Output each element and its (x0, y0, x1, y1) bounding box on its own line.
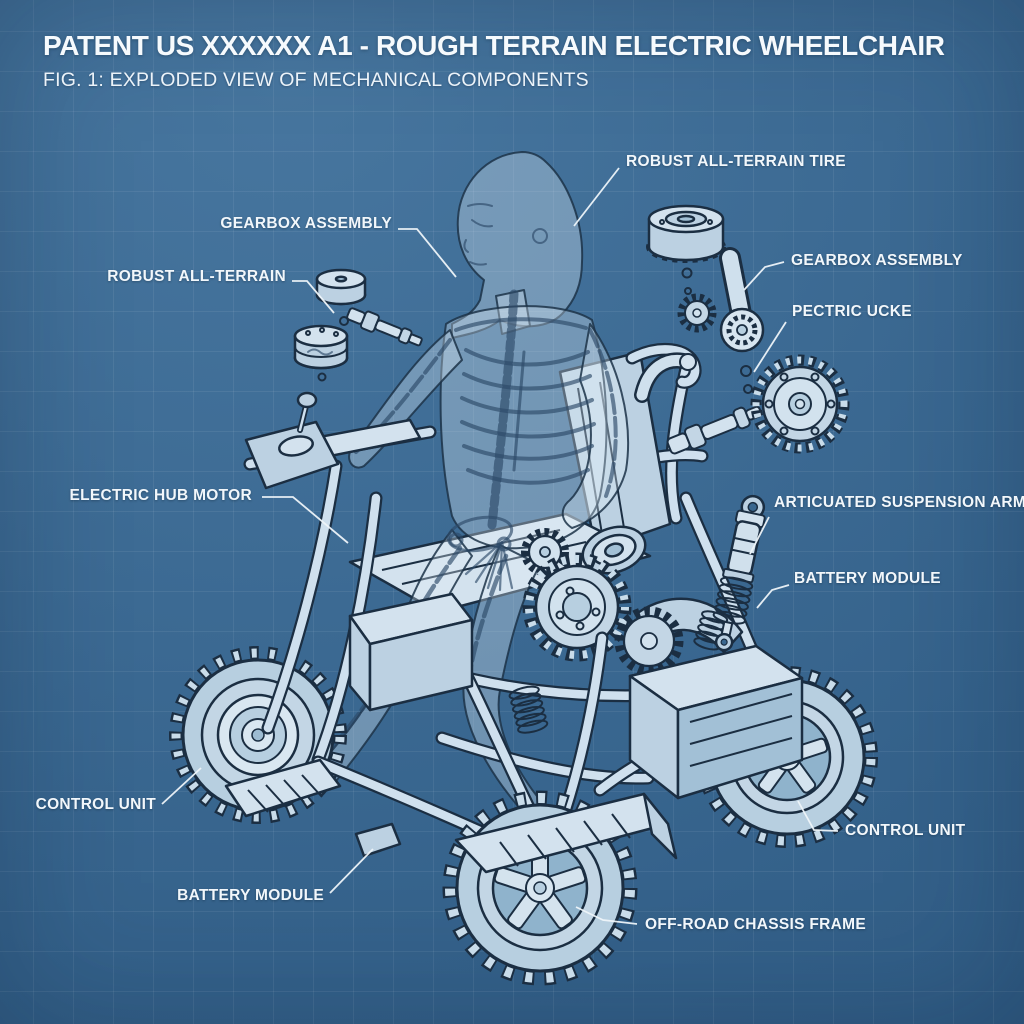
leader-battery-bottom (329, 848, 374, 894)
label-gearbox-assembly-right: GEARBOX ASSEMBLY (791, 252, 963, 269)
label-electric-hub-motor: ELECTRIC HUB MOTOR (69, 487, 252, 504)
leader-control-right (797, 800, 839, 832)
label-gearbox-assembly-left: GEARBOX ASSEMBLY (220, 215, 392, 232)
frame-front (244, 391, 714, 858)
gear-large-exploded (750, 354, 850, 454)
footrest-plates (224, 758, 678, 874)
label-off-road-chassis-frame: OFF-ROAD CHASSIS FRAME (645, 916, 867, 933)
leader-gearbox-right (743, 261, 785, 291)
axle-shaft (346, 307, 423, 347)
gear-small-exploded (677, 293, 717, 333)
leader-control-left (161, 767, 202, 805)
leader-battery-right (756, 584, 790, 609)
leader-gearbox-left (398, 228, 457, 278)
leader-chassis-frame (575, 906, 638, 925)
shock-absorber (712, 494, 766, 652)
label-articuated-suspension-arm: ARTICUATED SUSPENSION ARM (774, 494, 1024, 511)
label-control-unit-right: CONTROL UNIT (845, 822, 966, 839)
leader-suspension-arm (749, 516, 770, 555)
coil-spring-center (508, 685, 549, 734)
label-control-unit-left: CONTROL UNIT (35, 796, 156, 813)
leader-pectric-ucke (753, 321, 787, 373)
gear-drivetrain (508, 525, 744, 848)
label-robust-all-terrain: ROBUST ALL-TERRAIN (107, 268, 286, 285)
label-battery-module-bottom: BATTERY MODULE (177, 887, 324, 904)
battery-module-box (348, 592, 804, 800)
joystick-knob (296, 391, 318, 409)
leader-tire-top (573, 167, 620, 227)
leader-hub-motor (262, 496, 349, 544)
page-title: PATENT US XXXXXX A1 - ROUGH TERRAIN ELEC… (43, 30, 945, 61)
leader-lines (161, 167, 839, 925)
gear-large-center (522, 552, 632, 662)
handle-lever (634, 352, 697, 403)
label-battery-module-right: BATTERY MODULE (794, 570, 941, 587)
exploded-gearbox-parts-right (634, 204, 850, 652)
label-robust-all-terrain-tire: ROBUST ALL-TERRAIN TIRE (626, 153, 846, 170)
leader-hub-left (292, 280, 335, 314)
exploded-hub-parts-left (293, 268, 423, 382)
gearbox-connecting-rod (719, 247, 765, 353)
motor-drum (581, 525, 647, 575)
joystick-controller (244, 391, 340, 490)
title-block: PATENT US XXXXXX A1 - ROUGH TERRAIN ELEC… (43, 30, 945, 92)
figure-caption: FIG. 1: EXPLODED VIEW OF MECHANICAL COMP… (43, 69, 589, 91)
gear-medium-lower (614, 606, 684, 676)
label-pectric-ucke: PECTRIC UCKE (792, 303, 912, 320)
